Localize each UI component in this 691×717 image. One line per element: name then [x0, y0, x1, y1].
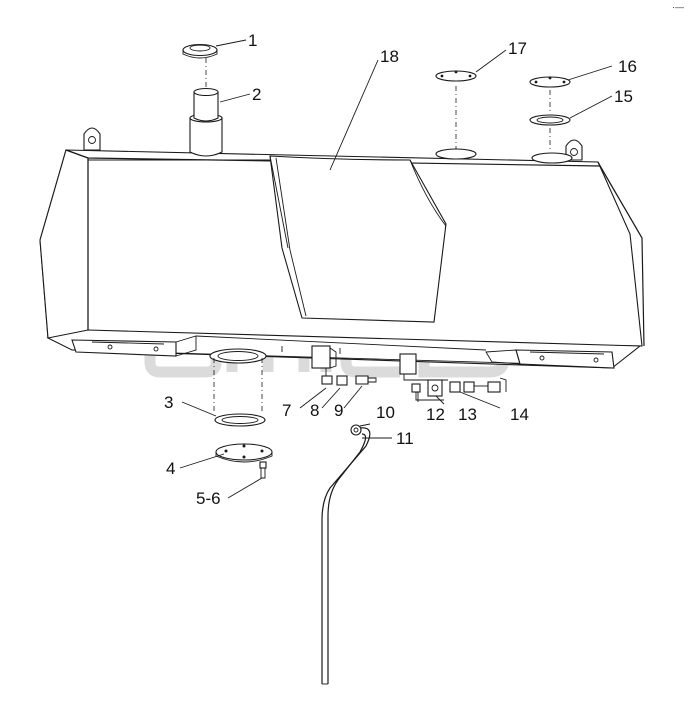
callout-18: 18 — [380, 47, 399, 66]
bolt-5-6 — [259, 461, 267, 479]
fitting-13 — [427, 379, 443, 397]
callout-4: 4 — [166, 459, 175, 478]
callout-15: 15 — [614, 87, 633, 106]
fuel-tank-body — [39, 127, 645, 369]
callout-8: 8 — [310, 401, 319, 420]
hose-fitting-10 — [350, 424, 362, 436]
callout-5-6: 5-6 — [196, 489, 221, 508]
corner-mark: ·— — [672, 2, 684, 12]
callout-7: 7 — [282, 401, 291, 420]
gasket-15 — [529, 114, 573, 164]
fitting-7 — [321, 368, 333, 385]
callout-labels: 1 2 3 4 5-6 7 8 9 10 11 12 13 14 15 16 1… — [164, 31, 637, 508]
callout-1: 1 — [248, 31, 257, 50]
callout-11: 11 — [396, 429, 414, 448]
fitting-14 — [449, 377, 507, 393]
cover-plate-4 — [215, 443, 273, 463]
filler-neck — [189, 58, 223, 157]
fitting-8 — [336, 375, 348, 386]
callout-17: 17 — [508, 39, 527, 58]
lifting-lug-left — [83, 127, 101, 151]
callout-13: 13 — [458, 405, 477, 424]
center-shield — [269, 155, 447, 323]
callout-16: 16 — [618, 57, 637, 76]
bracket-clip — [311, 345, 337, 369]
fitting-12 — [411, 383, 444, 401]
lifting-lug-right — [565, 139, 583, 161]
filler-cap — [182, 43, 218, 59]
sender-flange-17 — [435, 70, 477, 160]
fitting-9 — [355, 375, 377, 385]
callout-3: 3 — [164, 393, 173, 412]
flange-16 — [529, 76, 571, 112]
leader-lines — [179, 39, 613, 499]
fuel-pipe-11 — [321, 427, 371, 685]
callout-12: 12 — [426, 405, 445, 424]
callout-14: 14 — [510, 405, 529, 424]
bottom-outlet — [209, 348, 267, 412]
callout-10: 10 — [376, 403, 395, 422]
callout-2: 2 — [252, 85, 261, 104]
callout-9: 9 — [334, 401, 343, 420]
gasket-3 — [214, 413, 266, 427]
